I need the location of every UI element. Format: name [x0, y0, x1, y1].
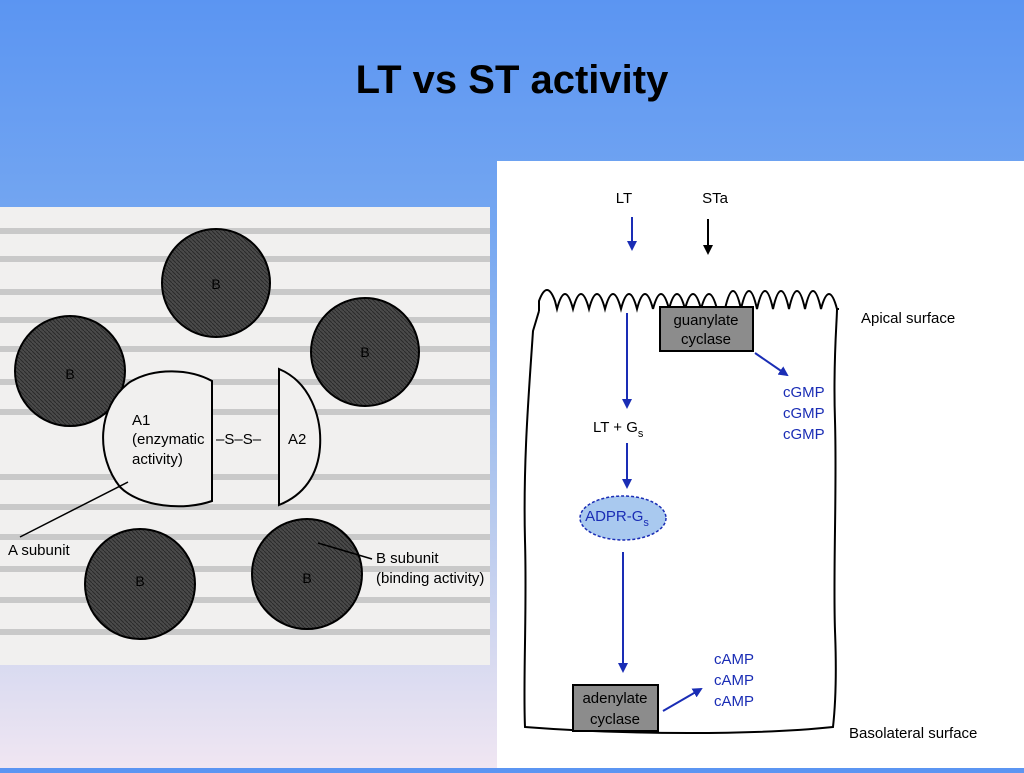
cell-membrane	[523, 289, 839, 734]
camp-list: cAMP cAMP cAMP	[714, 651, 754, 710]
b-subunit-callout-line	[317, 542, 373, 560]
cell-mechanism-panel: LT STa guanylate cyclase Apical surface …	[497, 161, 1024, 768]
b-subunit-bottom-left: B	[84, 528, 196, 640]
a1-shape	[102, 370, 213, 508]
cgmp-arrow	[754, 352, 789, 377]
cgmp-item-1: cGMP	[783, 384, 825, 401]
a1-desc-line2: activity)	[132, 451, 183, 468]
b-label-top: B	[211, 276, 220, 292]
b-subunit-right: B	[310, 297, 420, 407]
cell-mechanism-diagram: LT STa guanylate cyclase Apical surface …	[523, 190, 977, 742]
guanylate-line2: cyclase	[681, 331, 731, 348]
a2-shape	[278, 367, 322, 507]
camp-item-2: cAMP	[714, 672, 754, 689]
cgmp-item-3: cGMP	[783, 426, 825, 443]
b-label-bottom-left: B	[135, 573, 144, 589]
lt-input-label: LT	[616, 190, 632, 207]
b-subunit-bottom-right: B	[251, 518, 363, 630]
slide-title: LT vs ST activity	[355, 58, 669, 102]
a-subunit-callout-line	[19, 481, 129, 538]
b-label-bottom-right: B	[302, 570, 311, 586]
adenylate-cyclase-box: adenylate cyclase	[572, 684, 659, 732]
adenylate-line2: cyclase	[590, 711, 640, 728]
basolateral-surface-label: Basolateral surface	[849, 725, 977, 742]
cgmp-item-2: cGMP	[783, 405, 825, 422]
b-subunit-desc: (binding activity)	[376, 570, 484, 587]
a1-desc-line1: (enzymatic	[132, 431, 205, 448]
camp-item-1: cAMP	[714, 651, 754, 668]
b-label-left: B	[65, 366, 74, 382]
a-subunit-label: A subunit	[8, 542, 71, 559]
a2-label: A2	[288, 431, 306, 448]
toxin-structure-panel: B B B B B A1 (enzymatic activity) –S–S– …	[0, 207, 490, 665]
cgmp-list: cGMP cGMP cGMP	[783, 384, 825, 443]
disulfide-bond-label: –S–S–	[216, 431, 262, 448]
lt-gs-label: LT + Gs	[593, 419, 644, 440]
camp-arrow	[662, 687, 703, 712]
b-subunit-top: B	[161, 228, 271, 338]
adpr-gs-ellipse: ADPR-Gs	[579, 495, 667, 541]
b-subunit-label: B subunit	[376, 550, 439, 567]
toxin-structure-diagram: B B B B B A1 (enzymatic activity) –S–S– …	[0, 228, 490, 640]
guanylate-cyclase-box: guanylate cyclase	[659, 306, 754, 352]
adpr-gs-label: ADPR-Gs	[585, 508, 649, 529]
sta-input-label: STa	[702, 190, 729, 207]
b-subunit-left: B	[14, 315, 126, 427]
b-label-right: B	[360, 344, 369, 360]
a1-label: A1	[132, 412, 150, 429]
guanylate-line1: guanylate	[673, 312, 738, 329]
adenylate-line1: adenylate	[582, 690, 647, 707]
apical-surface-label: Apical surface	[861, 310, 955, 327]
camp-item-3: cAMP	[714, 693, 754, 710]
